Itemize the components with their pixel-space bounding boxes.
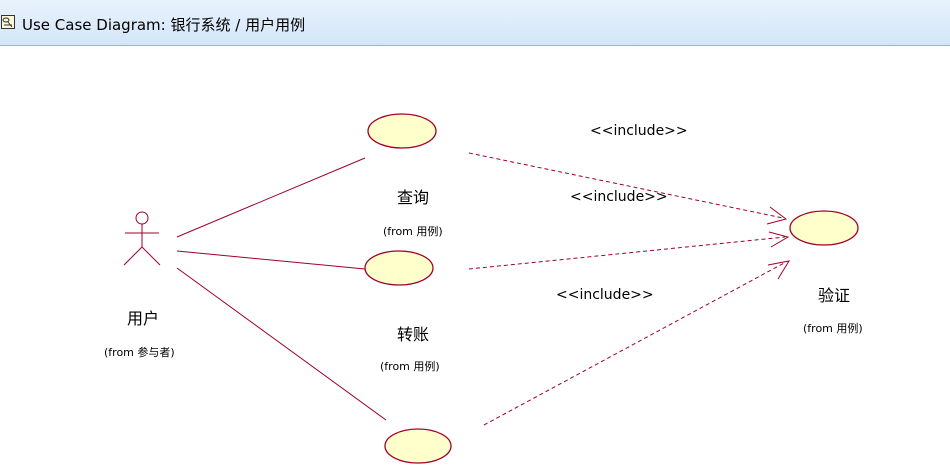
include-label-transfer: <<include>> [570,189,668,205]
use-case-query[interactable] [367,113,437,149]
include-transfer-verify-arrowhead [768,231,790,248]
window-title: Use Case Diagram: 银行系统 / 用户用例 [22,16,306,34]
include-query-verify[interactable] [468,152,784,219]
actor-head [135,211,149,225]
actor-user[interactable] [123,211,161,266]
association-user-transfer[interactable] [176,250,366,270]
association-user-query[interactable] [176,157,366,238]
use-case-bottom[interactable] [384,428,452,464]
use-case-diagram-icon [1,15,15,29]
actor-right-leg [141,246,161,266]
include-transfer-verify[interactable] [468,236,786,270]
actor-user-name: 用户 [127,309,160,328]
use-case-verify-from: (from 用例) [803,322,863,335]
include-bottom-verify-arrowhead [767,260,791,280]
use-case-transfer-name: 转账 [397,325,430,344]
use-case-verify[interactable] [789,210,859,246]
actor-left-leg [123,246,143,266]
window-titlebar: Use Case Diagram: 银行系统 / 用户用例 [0,0,950,46]
use-case-verify-name: 验证 [818,286,851,305]
include-query-verify-arrowhead [766,206,788,225]
include-label-query: <<include>> [590,123,688,139]
include-label-bottom: <<include>> [556,287,654,303]
use-case-query-name: 查询 [397,188,430,207]
diagram-canvas[interactable] [0,46,950,473]
use-case-transfer[interactable] [364,250,434,286]
actor-user-from: (from 参与者) [104,346,175,359]
association-user-bottom[interactable] [176,267,387,421]
include-bottom-verify[interactable] [483,261,787,426]
use-case-transfer-from: (from 用例) [380,360,440,373]
use-case-query-from: (from 用例) [383,225,443,238]
